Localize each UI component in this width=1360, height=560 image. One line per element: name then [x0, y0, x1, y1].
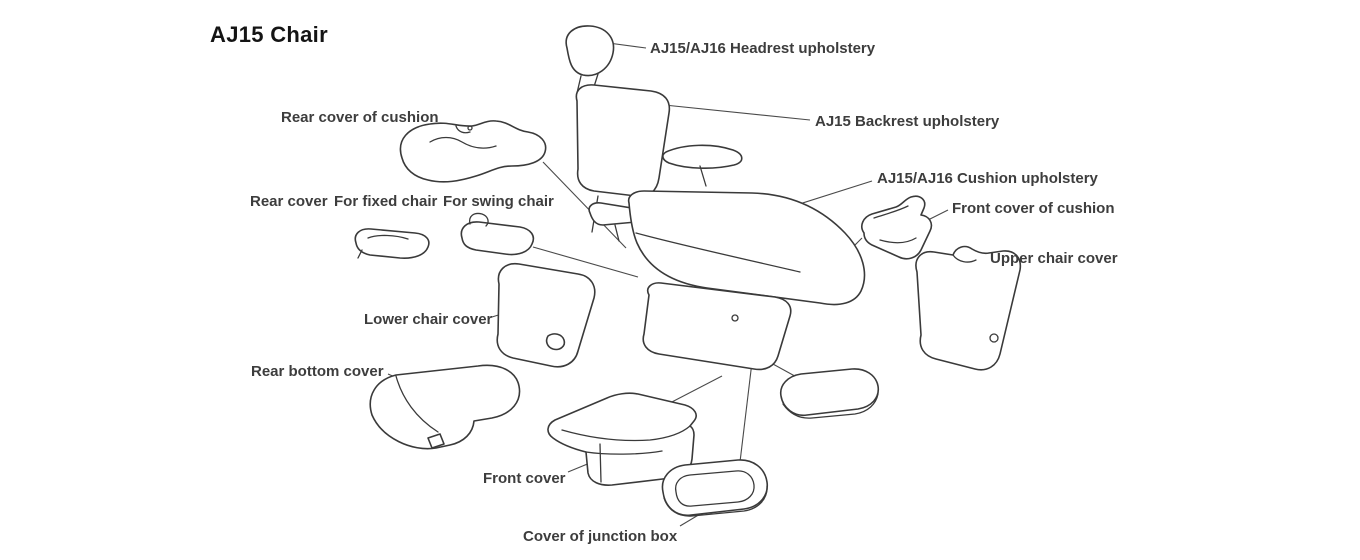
swing-chair-bracket-part	[460, 221, 535, 256]
left-armrest-support-part	[614, 224, 620, 242]
right-armrest-part	[662, 144, 743, 169]
swing-chair-bracket-hook	[468, 212, 489, 227]
label-upper-chair-cover: Upper chair cover	[990, 250, 1118, 267]
seat-cushion-part	[627, 190, 866, 306]
front-cover-part	[547, 392, 697, 486]
label-rear-cover-of-cushion: Rear cover of cushion	[281, 109, 439, 126]
rear-cover-of-cushion-inner	[429, 125, 497, 149]
seat-base-part	[642, 282, 792, 371]
backrest-part	[575, 84, 671, 198]
diagram-labels: AJ15 Chair AJ15/AJ16 Headrest upholstery…	[210, 22, 1118, 545]
rear-cover-fixed-part	[354, 228, 430, 259]
headrest-pad-part	[565, 25, 615, 77]
label-for-swing-chair: For swing chair	[443, 193, 554, 210]
junction-box-cover-top-part	[779, 368, 880, 417]
assembly-front-cover	[667, 375, 723, 405]
front-cover-of-cushion-part	[861, 195, 933, 260]
rear-cover-of-cushion-hole	[467, 125, 473, 131]
junction-box-cover-top-depth	[782, 393, 879, 419]
junction-box-cover-bottom-part	[661, 459, 769, 517]
label-cushion-upholstery: AJ15/AJ16 Cushion upholstery	[877, 170, 1099, 187]
front-cover-ridge	[561, 425, 691, 483]
label-rear-bottom-cover: Rear bottom cover	[251, 363, 384, 380]
upper-chair-cover-hole	[989, 333, 999, 343]
leader-backrest	[644, 102, 811, 121]
label-cover-of-junction-box: Cover of junction box	[523, 528, 678, 545]
label-for-fixed-chair: For fixed chair	[334, 193, 438, 210]
label-lower-chair-cover: Lower chair cover	[364, 311, 493, 328]
page-title: AJ15 Chair	[210, 22, 328, 47]
seat-base-bolt	[731, 314, 739, 322]
assembly-junction-box-bottom	[739, 361, 753, 463]
label-rear-cover: Rear cover	[250, 193, 328, 210]
junction-box-cover-bottom-inner	[674, 470, 755, 507]
lower-chair-cover-slot	[545, 333, 566, 351]
front-cover-of-cushion-inner	[873, 205, 917, 244]
label-front-cover: Front cover	[483, 470, 566, 487]
upper-chair-cover-part	[915, 245, 1022, 371]
rear-bottom-cover-part	[369, 364, 521, 450]
label-headrest-upholstery: AJ15/AJ16 Headrest upholstery	[650, 40, 876, 57]
label-front-cover-of-cushion: Front cover of cushion	[952, 200, 1115, 217]
rear-bottom-cover-fold	[395, 375, 439, 433]
rear-bottom-cover-clip	[427, 433, 445, 449]
assembly-swing-bracket	[532, 246, 639, 278]
chair-assembly	[354, 25, 1022, 517]
lower-chair-cover-part	[496, 262, 596, 368]
junction-box-cover-bottom-depth	[663, 485, 768, 517]
rear-cover-of-cushion-part	[399, 120, 547, 183]
rear-cover-fixed-inner	[357, 234, 409, 259]
seat-cushion-seam	[635, 232, 801, 273]
upper-chair-cover-notch	[952, 254, 977, 263]
right-armrest-support-part	[699, 165, 707, 187]
assembly-rear-cover-cushion	[542, 161, 627, 249]
label-backrest-upholstery: AJ15 Backrest upholstery	[815, 113, 1000, 130]
